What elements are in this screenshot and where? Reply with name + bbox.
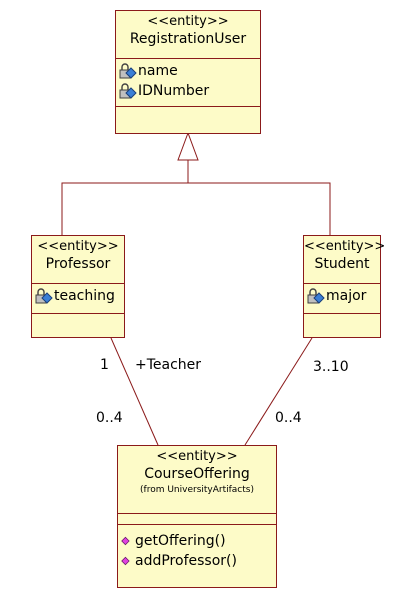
attribute-idnumber: IDNumber [138, 83, 210, 99]
attribute-row: name [119, 61, 260, 81]
attribute-name: name [138, 63, 178, 79]
role-teacher-label: +Teacher [135, 357, 202, 373]
class-professor[interactable]: <<entity>> Professor teaching [31, 235, 125, 338]
operations-compartment: getOffering() addProfessor() [118, 525, 276, 571]
attribute-lock-icon [119, 83, 137, 99]
stereotype-label: <<entity>> [37, 239, 119, 254]
attribute-major: major [326, 288, 367, 304]
attributes-compartment [118, 514, 276, 525]
stereotype-label: <<entity>> [156, 449, 238, 464]
operations-compartment [304, 314, 380, 316]
attribute-lock-icon [35, 288, 53, 304]
attribute-row: IDNumber [119, 81, 260, 101]
multiplicity-professor-offering-end: 0..4 [96, 410, 123, 426]
operation-diamond-icon [121, 556, 130, 566]
attribute-lock-icon [307, 288, 325, 304]
operation-add-professor: addProfessor() [135, 553, 237, 569]
multiplicity-student-end: 3..10 [313, 359, 349, 375]
class-registration-user[interactable]: <<entity>> RegistrationUser name IDNumbe… [115, 10, 261, 134]
association-professor-courseoffering [110, 337, 159, 446]
class-course-offering[interactable]: <<entity>> CourseOffering (from Universi… [117, 445, 277, 588]
attribute-teaching: teaching [54, 288, 115, 304]
stereotype-label: <<entity>> [304, 239, 386, 254]
class-name: CourseOffering [144, 466, 250, 482]
class-name: Professor [45, 256, 111, 272]
generalization-arrowhead [177, 131, 199, 161]
stereotype-label: <<entity>> [147, 14, 229, 29]
generalization-line [61, 182, 331, 235]
class-student[interactable]: <<entity>> Student major [303, 235, 386, 338]
class-name: Student [314, 256, 370, 272]
operations-compartment [116, 107, 260, 109]
attributes-compartment: teaching [32, 284, 124, 314]
operations-compartment [32, 314, 124, 316]
operation-diamond-icon [121, 536, 130, 546]
attributes-compartment: name IDNumber [116, 59, 260, 107]
attribute-lock-icon [119, 63, 137, 79]
attribute-row: teaching [35, 286, 124, 306]
multiplicity-student-offering-end: 0..4 [275, 410, 302, 426]
association-student-courseoffering [244, 337, 313, 446]
attribute-row: major [307, 286, 380, 306]
operation-row: getOffering() [121, 531, 276, 551]
package-origin-label: (from UniversityArtifacts) [140, 485, 254, 495]
operation-get-offering: getOffering() [135, 533, 226, 549]
operation-row: addProfessor() [121, 551, 276, 571]
class-name: RegistrationUser [129, 31, 247, 47]
attributes-compartment: major [304, 284, 380, 314]
multiplicity-professor-end: 1 [100, 357, 109, 373]
